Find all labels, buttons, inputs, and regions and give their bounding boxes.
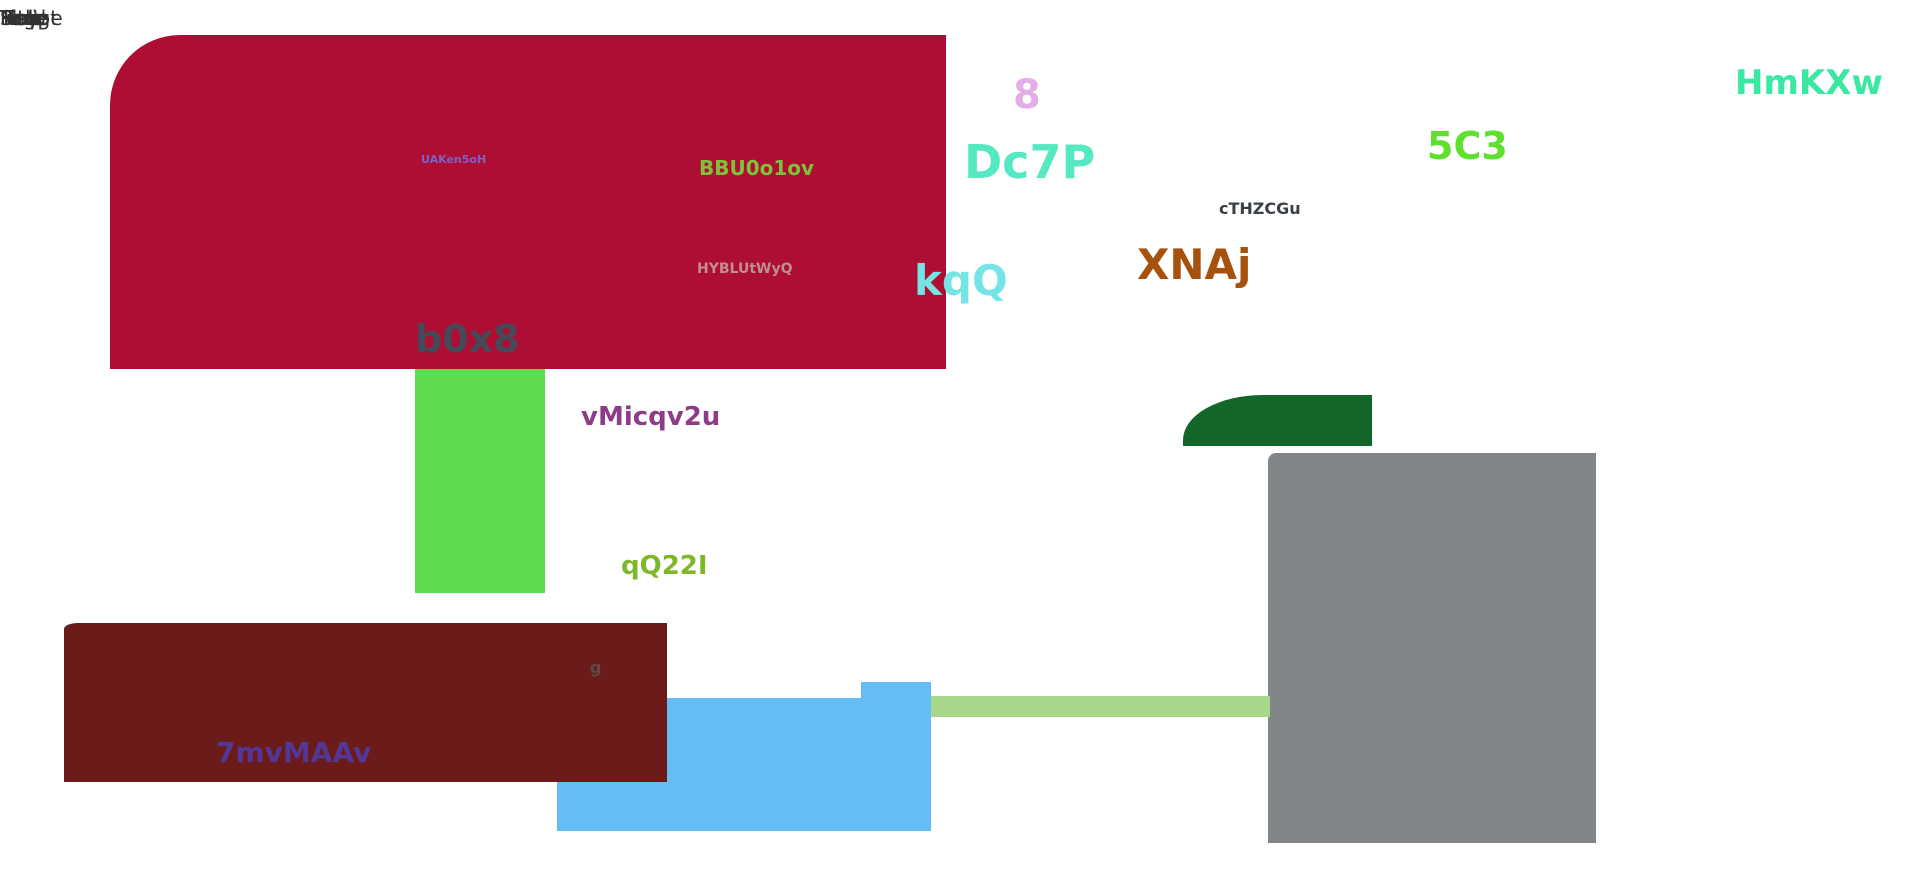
corner-word: Script bbox=[0, 6, 59, 30]
label-5c3: 5C3 bbox=[1427, 124, 1508, 168]
maroon-block bbox=[64, 623, 667, 782]
label-b0x8: b0x8 bbox=[415, 317, 520, 361]
label-7mvmaav: 7mvMAAv bbox=[216, 736, 372, 769]
corner-word: Image bbox=[0, 6, 63, 30]
label-vmicqv2u: vMicqv2u bbox=[581, 402, 721, 432]
corner-word: Note bbox=[0, 6, 48, 30]
label-8: 8 bbox=[1013, 72, 1041, 118]
corner-text-stack: Script Map Image Page Note Field Title T… bbox=[0, 6, 120, 30]
corner-word: Text bbox=[0, 6, 41, 30]
crimson-block bbox=[110, 35, 946, 369]
label-cthzcgu: cTHZCGu bbox=[1219, 199, 1301, 218]
light-green-bar bbox=[925, 696, 1270, 717]
label-qq22i: qQ22I bbox=[621, 551, 708, 581]
label-dc7p: Dc7P bbox=[964, 135, 1096, 189]
label-xnaj: XNAj bbox=[1137, 240, 1252, 289]
label-bbu: BBU0o1ov bbox=[699, 156, 815, 180]
corner-word: Map bbox=[0, 6, 43, 30]
corner-word: Page bbox=[0, 6, 49, 30]
label-hyblu: HYBLUtWyQ bbox=[697, 261, 793, 277]
corner-word: Field bbox=[0, 6, 47, 30]
label-kqq: kqQ bbox=[914, 256, 1008, 305]
label-uakenso: UAKen5oH bbox=[421, 153, 487, 166]
dark-green-tab bbox=[1183, 395, 1372, 446]
corner-word: Title bbox=[0, 6, 43, 30]
green-block bbox=[415, 369, 545, 593]
gray-block bbox=[1268, 453, 1596, 843]
label-hmkxw: HmKXw bbox=[1735, 63, 1883, 103]
label-g: g bbox=[590, 658, 602, 677]
blue-block-notch bbox=[861, 682, 931, 702]
